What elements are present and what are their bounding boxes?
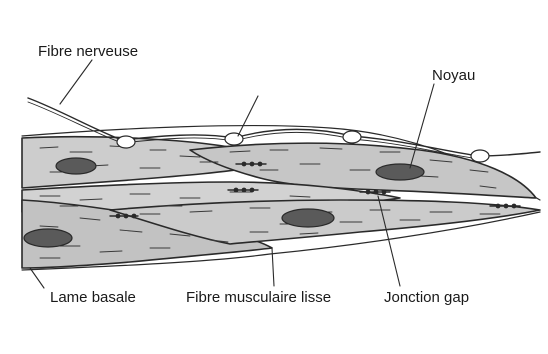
label-nucleus: Noyau [432, 67, 475, 84]
nucleus-2 [376, 164, 424, 180]
label-smooth-muscle-fiber: Fibre musculaire lisse [186, 289, 331, 306]
label-basal-lamina: Lame basale [50, 289, 136, 306]
label-nerve-fiber: Fibre nerveuse [38, 43, 138, 60]
nucleus-3 [282, 209, 334, 227]
leader-basal-lamina [30, 268, 44, 288]
nucleus-4 [24, 229, 72, 247]
leader-nerve-fiber-2 [238, 96, 258, 136]
nucleus-1 [56, 158, 96, 174]
leader-nerve-fiber [60, 60, 92, 104]
label-gap-junction: Jonction gap [384, 289, 469, 306]
